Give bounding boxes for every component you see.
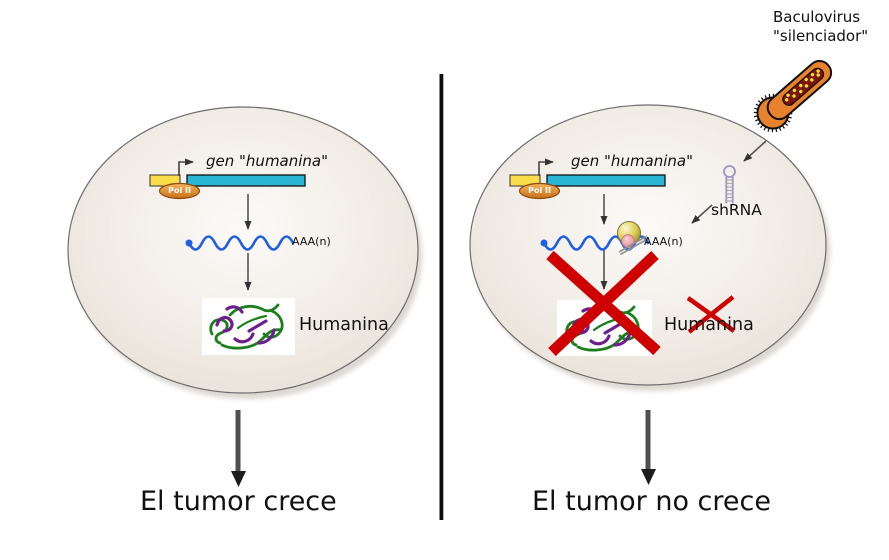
- transcription-start-arrow: [538, 158, 554, 176]
- inhibition-cross-large: [546, 250, 661, 357]
- transcription-start-arrow: [178, 158, 194, 176]
- inhibition-cross-small: [686, 295, 736, 334]
- baculovirus-label-line1: Baculovirus: [773, 8, 861, 26]
- left-protein-label: Humanina: [299, 315, 389, 335]
- panel-divider: [439, 74, 444, 520]
- baculovirus-icon: [753, 59, 833, 133]
- left-pol-ii-label: Pol II: [168, 185, 191, 195]
- sirna-strand: [618, 235, 648, 253]
- left-mrna-tail-label: AAA(n): [292, 235, 331, 248]
- mrna-strand: [187, 235, 295, 251]
- virus-dna-dots: [784, 69, 820, 102]
- shrna-targeting-arrow: [691, 204, 713, 224]
- shrna-hairpin: [723, 165, 736, 204]
- pol-ii-polymerase: [518, 182, 561, 200]
- right-cell: [469, 104, 830, 391]
- left-gene-label: gen "humanina": [206, 152, 329, 170]
- left-cell: [67, 106, 422, 399]
- hairpin-loop: [723, 165, 736, 178]
- virus-delivery-arrow: [743, 140, 767, 162]
- baculovirus-label: Baculovirus "silenciador": [773, 8, 868, 46]
- sirna-strand: [619, 237, 649, 256]
- right-outcome-arrow: [641, 410, 656, 485]
- risc-complex: [617, 221, 649, 256]
- left-outcome-arrow: [231, 410, 246, 487]
- shrna-label: shRNA: [711, 201, 762, 219]
- right-mrna-tail-label: AAA(n): [644, 235, 683, 248]
- right-gene-label: gen "humanina": [571, 152, 694, 170]
- right-outcome-text: El tumor no crece: [532, 486, 771, 517]
- right-pol-ii-label: Pol II: [528, 185, 551, 195]
- gene-body: [186, 174, 306, 187]
- left-outcome-text: El tumor crece: [140, 486, 337, 517]
- pol-ii-polymerase: [158, 182, 201, 200]
- gene-body: [546, 174, 666, 187]
- right-protein-label: Humanina: [664, 315, 754, 335]
- baculovirus-label-line2: "silenciador": [773, 27, 869, 45]
